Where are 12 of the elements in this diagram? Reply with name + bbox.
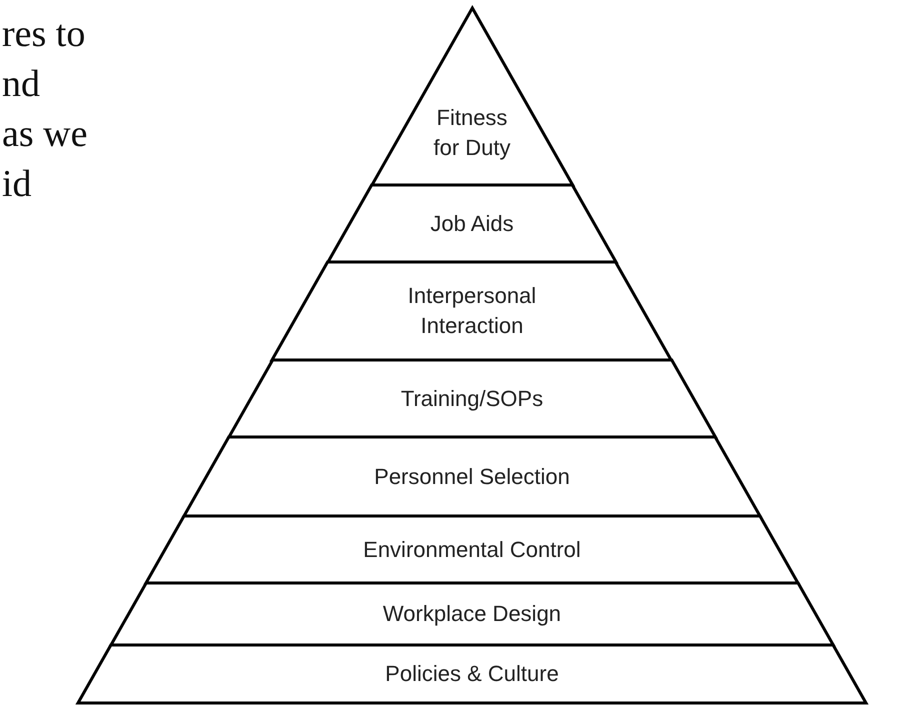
text-fragment: nd [2,62,40,106]
layer-label: Personnel Selection [373,462,571,490]
layer-label: Workplace Design [382,600,562,628]
layer-label: Training/SOPs [400,384,544,413]
layer-label: Environmental Control [362,536,582,564]
layer-label: Interpersonal Interaction [406,282,538,340]
layer-label: Policies & Culture [384,660,560,688]
text-fragment: res to [2,12,86,56]
layer-label: Job Aids [429,210,515,238]
layer-label: Fitness for Duty [432,104,512,162]
text-fragment: id [2,162,32,206]
text-fragment: as we [2,112,88,156]
